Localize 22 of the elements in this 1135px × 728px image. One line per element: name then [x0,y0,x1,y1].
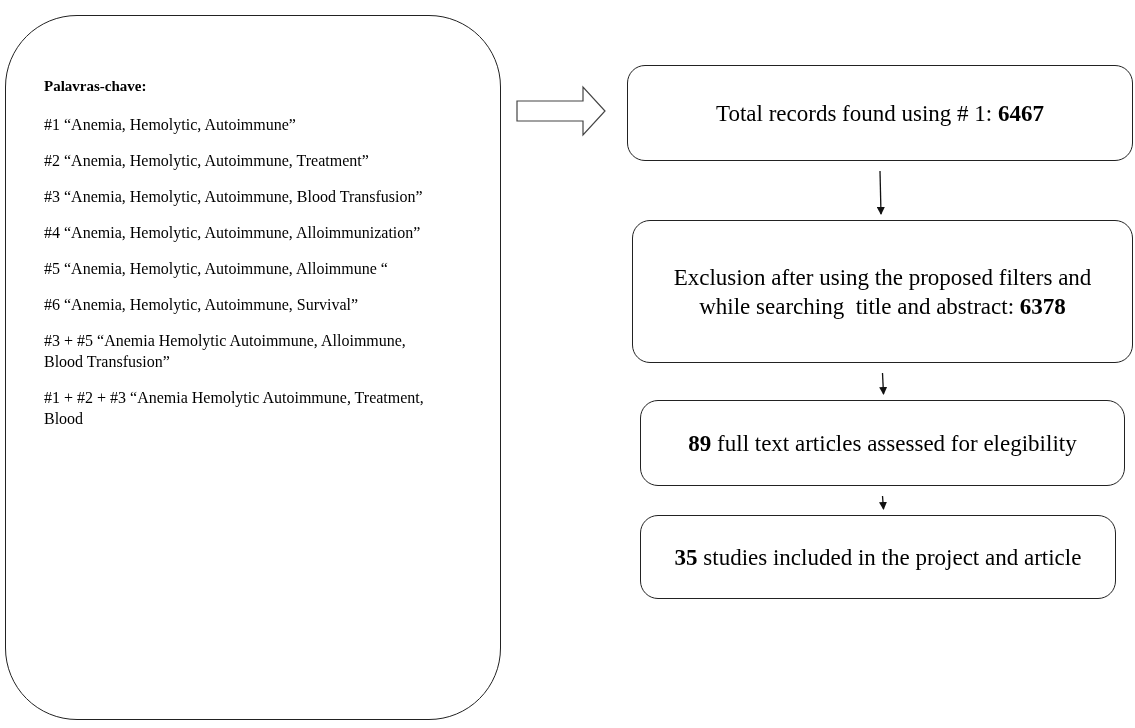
box-text: Total records found using # 1: 6467 [716,99,1044,128]
box-text: 35 studies included in the project and article [674,543,1082,572]
process-box [640,515,1116,599]
keyword-item: #3 + #5 “Anemia Hemolytic Autoimmune, Alloimmune, Blood Transfusion” [44,331,407,372]
process-box [640,400,1125,486]
keyword-item: #5 “Anemia, Hemolytic, Autoimmune, Alloimmune “ [44,259,389,279]
process-box [627,65,1133,161]
keyword-item: #1 + #2 + #3 “Anemia Hemolytic Autoimmune, Treatment, Blood [44,388,425,429]
box-text: Exclusion after using the proposed filters and while searching title and abstract: 6378 [672,263,1093,321]
arrow [879,372,888,395]
keyword-item: #1 “Anemia, Hemolytic, Autoimmune” [44,115,297,135]
block-arrow [516,85,606,137]
process-box [632,220,1133,363]
keyword-item: #6 “Anemia, Hemolytic, Autoimmune, Survival” [44,295,360,315]
arrow [876,170,885,215]
box-text: 89 full text articles assessed for elegibility [688,429,1077,458]
heading: Palavras-chave: [44,77,148,96]
keyword-item: #4 “Anemia, Hemolytic, Autoimmune, Alloimmunization” [44,223,422,243]
keyword-item: #3 “Anemia, Hemolytic, Autoimmune, Blood Transfusion” [44,187,424,207]
arrow [878,495,887,510]
keyword-panel [5,15,501,720]
keyword-item: #2 “Anemia, Hemolytic, Autoimmune, Treatment” [44,151,370,171]
